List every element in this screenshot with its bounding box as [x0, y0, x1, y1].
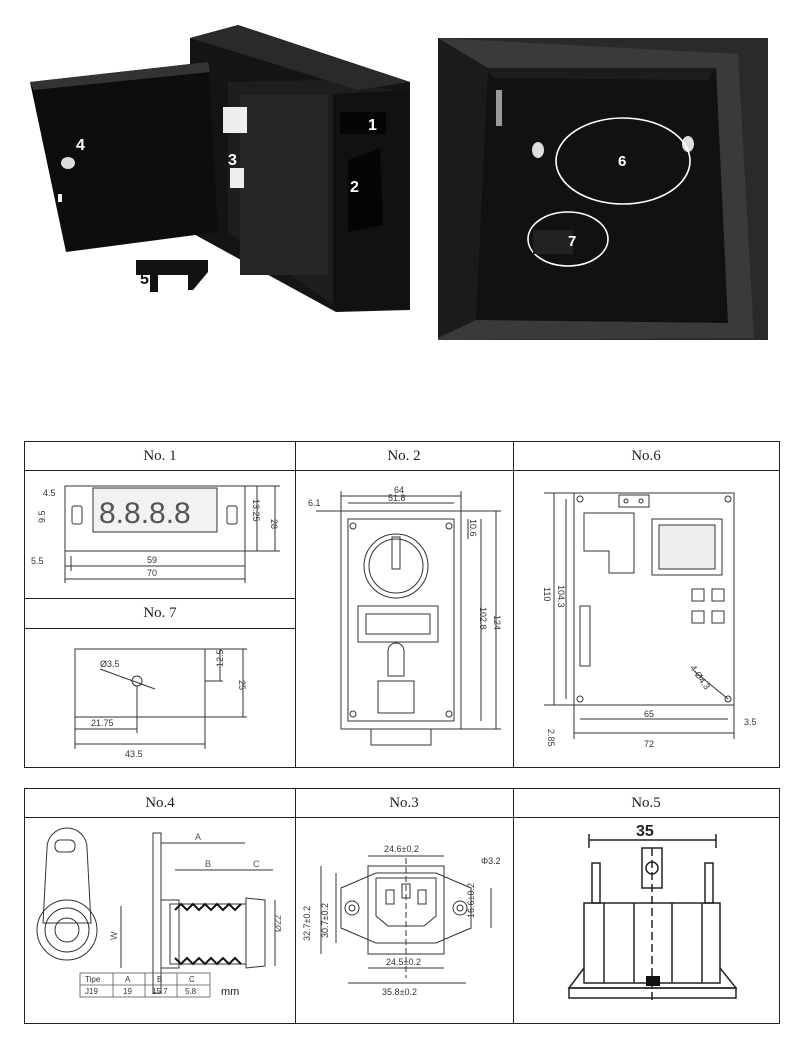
no1-dim-f: 59 [147, 555, 157, 565]
no4-unit: mm [221, 986, 239, 998]
callout-3: 3 [228, 152, 237, 169]
no4-dim-e: W [109, 931, 119, 940]
header-no5: No.5 [631, 795, 661, 811]
header-no4: No.4 [145, 795, 175, 811]
no2-dim-b: 64 [394, 485, 404, 495]
no3-dim-a: 24.6±0.2 [384, 844, 419, 854]
header-no1: No. 1 [143, 448, 177, 464]
svg-text:8.8.8.8: 8.8.8.8 [99, 497, 191, 530]
interior-illustration: 6 7 [438, 38, 768, 340]
drawing-no4-cam-lock: A B C Ø22 W Tipe A B C J19 19 15.7 5.8 m… [36, 827, 283, 998]
drawing-table-2: No.4 No.3 No.5 A B C Ø22 W [24, 788, 780, 1024]
header-no6: No.6 [631, 448, 661, 464]
no6-dim-c: 4-Ø4.3 [688, 663, 712, 691]
no3-dim-d: 30.7±0.2 [320, 903, 330, 938]
callout-1: 1 [368, 117, 377, 134]
no1-dim-d: 28 [269, 519, 279, 529]
no6-dim-b: 104.3 [556, 585, 566, 608]
no1-dim-e: 5.5 [31, 556, 44, 566]
no6-dim-g: 72 [644, 739, 654, 749]
no2-dim-e: 102.8 [478, 607, 488, 630]
no4-col-b: B [157, 975, 162, 984]
no4-cell-a: 19 [123, 987, 132, 996]
drawing-no5-bracket: 35 [567, 823, 738, 1003]
drawing-no7-board: Ø3.5 12.5 25 21.75 43.5 [74, 648, 247, 759]
no4-col-c: C [189, 975, 195, 984]
no3-dim-b: Φ3.2 [481, 856, 501, 866]
drawing-no3-power-socket: 24.6±0.2 Φ3.2 32.7±0.2 30.7±0.2 16.6±0.2… [302, 844, 501, 997]
no6-dim-e: 3.5 [744, 717, 757, 727]
drawing-table-1: No. 1 No. 2 No.6 No. 7 8.8.8.8 4.5 9.5 1… [24, 441, 780, 768]
no2-dim-a: 6.1 [308, 498, 321, 508]
photo-open-cabinet: 1 2 3 4 5 [18, 20, 428, 325]
no4-dim-c: C [253, 859, 260, 869]
header-no7: No. 7 [143, 605, 177, 621]
drawing-no1-display: 8.8.8.8 4.5 9.5 13.25 28 5.5 59 70 [31, 485, 280, 583]
no1-dim-g: 70 [147, 568, 157, 578]
callout-7: 7 [568, 233, 576, 250]
no2-dim-f: 124 [492, 615, 502, 630]
no7-dim-d: 21.75 [91, 718, 114, 728]
no4-cell-b: 15.7 [152, 987, 168, 996]
no4-col-a: A [125, 975, 131, 984]
callout-6: 6 [618, 153, 626, 170]
callout-2: 2 [350, 179, 359, 196]
no3-dim-e: 16.6±0.2 [466, 883, 476, 918]
no6-dim-a: 110 [542, 587, 552, 601]
no7-dim-c: 25 [237, 680, 247, 690]
no7-dim-e: 43.5 [125, 749, 143, 759]
cabinet-illustration: 1 2 3 4 5 [30, 25, 410, 312]
no1-dim-c: 13.25 [251, 499, 261, 522]
drawing-no2-coin-acceptor: 6.1 64 51.8 10.6 102.8 124 [308, 485, 502, 746]
no4-cell-tipe: J19 [85, 987, 98, 996]
no6-dim-d: 65 [644, 709, 654, 719]
no1-dim-a: 4.5 [43, 488, 56, 498]
no4-col-tipe: Tipe [85, 975, 101, 984]
drawing-no6-controller-board: 110 104.3 4-Ø4.3 65 3.5 2.85 72 [542, 492, 757, 749]
no4-dim-d: Ø22 [273, 915, 283, 932]
no3-dim-c: 32.7±0.2 [302, 906, 312, 941]
no2-dim-c: 51.8 [388, 493, 406, 503]
no6-dim-f: 2.85 [546, 729, 556, 747]
no7-dim-b: 12.5 [215, 649, 225, 667]
no5-dim-a: 35 [636, 823, 654, 840]
header-no2: No. 2 [387, 448, 421, 464]
photo-cabinet-interior: 6 7 [438, 38, 768, 340]
header-no3: No.3 [389, 795, 419, 811]
no1-dim-b: 9.5 [37, 510, 47, 523]
callout-5: 5 [140, 271, 149, 288]
no7-dim-a: Ø3.5 [100, 659, 120, 669]
no4-cell-c: 5.8 [185, 987, 197, 996]
callout-4: 4 [76, 137, 85, 154]
no2-dim-d: 10.6 [468, 519, 478, 537]
no4-dim-b: B [205, 859, 211, 869]
no3-dim-g: 35.8±0.2 [382, 987, 417, 997]
no3-dim-f: 24.5±0.2 [386, 957, 421, 967]
no4-dim-a: A [195, 832, 201, 842]
